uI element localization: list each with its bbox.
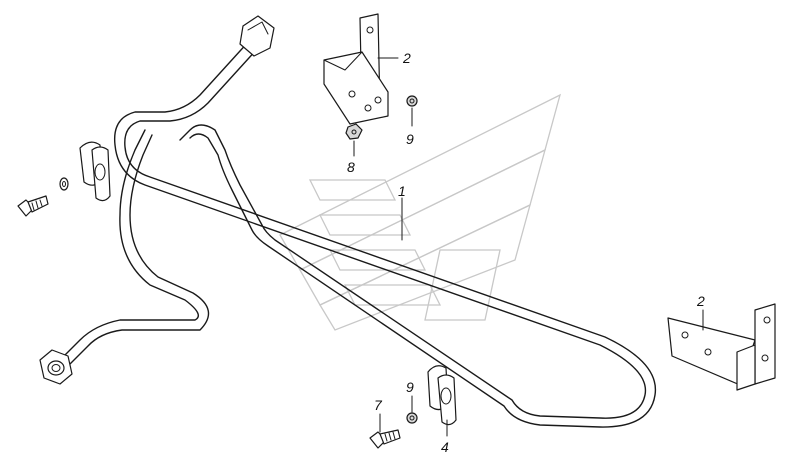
bolt-left xyxy=(17,195,49,217)
tube-nut-top xyxy=(239,15,275,57)
callout-clamp: 4 xyxy=(441,439,449,455)
tube-nut-bottom xyxy=(39,349,73,385)
clamp-left xyxy=(79,141,111,202)
washer-left xyxy=(59,177,69,191)
fuel-tube xyxy=(57,39,657,428)
nut-top xyxy=(345,123,363,140)
callout-bracket-right: 2 xyxy=(696,293,705,309)
callout-washer-bottom: 9 xyxy=(406,379,414,395)
callout-washer-top: 9 xyxy=(406,131,414,147)
clamp-bottom xyxy=(427,365,457,426)
washer-top xyxy=(406,95,418,107)
callout-bolt: 7 xyxy=(374,397,383,413)
callout-tube: 1 xyxy=(398,183,406,199)
callout-nut: 8 xyxy=(347,159,355,175)
leader-lines xyxy=(353,57,704,437)
bracket-right xyxy=(667,303,776,391)
bracket-top xyxy=(323,13,389,125)
watermark-logo xyxy=(279,93,562,331)
washer-bottom xyxy=(406,412,418,424)
callout-bracket-top: 2 xyxy=(402,50,411,66)
bolt-bottom xyxy=(369,429,401,449)
